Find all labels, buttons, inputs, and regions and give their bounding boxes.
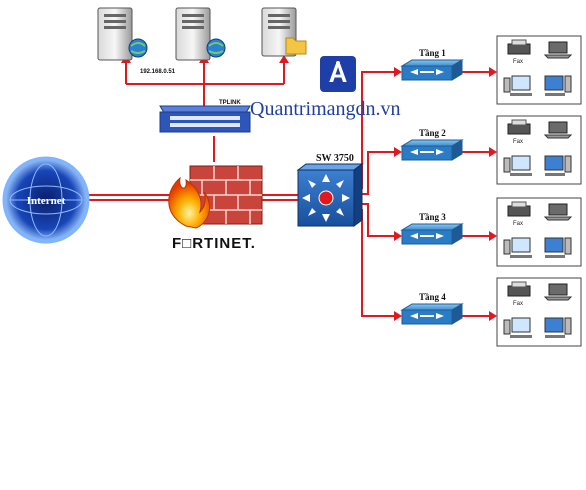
desktop-icon: [544, 317, 572, 338]
arrow-floor-4: [394, 311, 402, 321]
endpoint-group: Fax: [496, 277, 582, 347]
laptop-icon: [543, 203, 573, 221]
fax-label: Fax: [513, 301, 523, 307]
folder-icon: [285, 37, 307, 55]
svg-text:A: A: [329, 58, 348, 88]
firewall: [168, 165, 263, 229]
endpoint-group: Fax: [496, 115, 582, 185]
floor-switch: [400, 139, 464, 161]
core-switch-label: SW 3750: [316, 153, 354, 164]
globe-icon: [206, 38, 226, 58]
laptop-icon: [543, 283, 573, 301]
floor-label: Tầng 4: [419, 292, 446, 302]
fax-label: Fax: [513, 59, 523, 65]
endpoint-group: Fax: [496, 197, 582, 267]
desktop-icon: [503, 317, 532, 338]
arrow-end-4: [489, 311, 497, 321]
desktop-icon: [503, 155, 532, 176]
switch-icon: [159, 111, 251, 133]
floor-label: Tầng 3: [419, 212, 446, 222]
fax-label: Fax: [513, 139, 523, 145]
fax-icon: [507, 281, 531, 297]
internet-cloud: [2, 156, 90, 244]
desktop-icon: [544, 155, 572, 176]
floor-switch: [400, 223, 464, 245]
arrow-server-3: [279, 55, 289, 63]
arrow-floor-3: [394, 231, 402, 241]
laptop-icon: [543, 121, 573, 139]
tplink-label: TPLINK: [219, 100, 241, 106]
arrow-end-2: [489, 147, 497, 157]
fax-icon: [507, 201, 531, 217]
desktop-icon: [544, 75, 572, 96]
link-core-floor-4: [356, 209, 400, 317]
internet-label: Internet: [27, 195, 66, 207]
floor-label: Tầng 1: [419, 48, 446, 58]
laptop-icon: [543, 41, 573, 59]
desktop-icon: [503, 237, 532, 258]
server-1: [97, 7, 148, 61]
fax-icon: [507, 119, 531, 135]
switch-icon: [302, 174, 350, 222]
core-switch: [296, 163, 364, 227]
floor-switch: [400, 59, 464, 81]
logo-icon: [320, 56, 356, 92]
floor-label: Tầng 2: [419, 128, 446, 138]
server-ip-label: 192.168.0.51: [140, 69, 176, 75]
floor-switches: Tầng 1 Tầng 2 Tầng 3 Tầng 4: [400, 48, 464, 325]
desktop-icon: [544, 237, 572, 258]
site-watermark: Quantrimangdn.vn: [250, 98, 401, 120]
fortinet-label: F□RTINET.: [172, 235, 256, 252]
server-2: [175, 7, 226, 61]
fax-label: Fax: [513, 221, 523, 227]
flame-icon: [168, 176, 211, 229]
server-3: [261, 7, 307, 57]
tplink-switch: [159, 105, 251, 133]
arrow-end-3: [489, 231, 497, 241]
arrow-end-1: [489, 67, 497, 77]
fax-icon: [507, 39, 531, 55]
desktop-icon: [503, 75, 532, 96]
arrow-floor-1: [394, 67, 402, 77]
globe-icon: [128, 38, 148, 58]
floor-switch: [400, 303, 464, 325]
brand-logo: A: [320, 56, 356, 92]
arrow-floor-2: [394, 147, 402, 157]
link-core-floor-1: [356, 71, 400, 189]
endpoint-group: Fax: [496, 35, 582, 105]
